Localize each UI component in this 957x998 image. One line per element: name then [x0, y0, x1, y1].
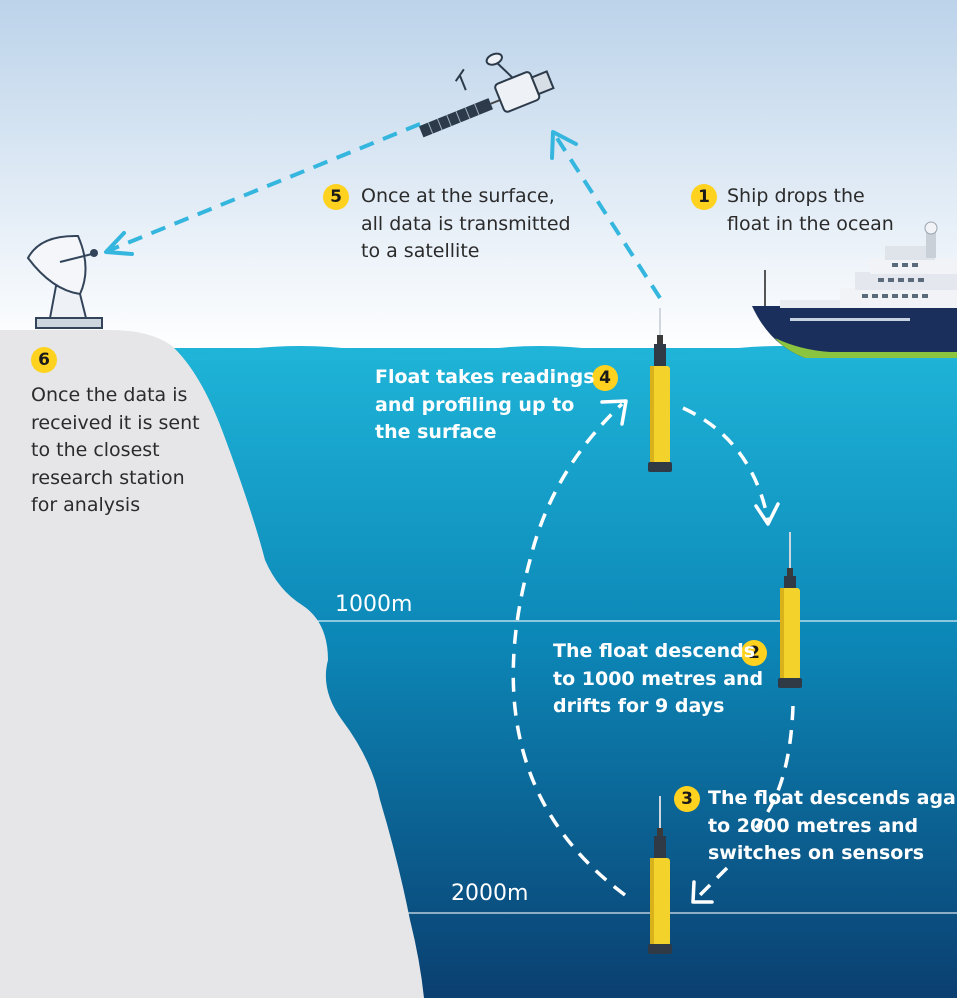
arrowhead-descent-2: [693, 866, 729, 902]
step-4-label: Float takes readings and profiling up to…: [375, 366, 595, 443]
transmit-to-satellite-arrow: [553, 133, 662, 300]
arrowhead-descent-1: [754, 502, 780, 526]
step-5-label: Once at the surface, all data is transmi…: [361, 185, 571, 262]
step-4-badge: 4: [592, 365, 618, 391]
arrowhead-ascent: [600, 399, 628, 426]
arrowhead-descent-2-tip: [691, 880, 714, 904]
step-2-badge: 2: [741, 640, 767, 666]
step-3-badge: 3: [674, 786, 700, 812]
arrowhead-satellite: [550, 130, 578, 160]
research-ship-icon: [752, 221, 957, 358]
sky: [0, 0, 957, 352]
argo-float-icon: [778, 532, 802, 688]
depth-label-1000m: 1000m: [335, 592, 413, 617]
step-5-badge: 5: [323, 184, 349, 210]
step-6-badge: 6: [31, 347, 57, 373]
step-1-label: Ship drops the float in the ocean: [727, 185, 894, 235]
cliff: [0, 330, 424, 998]
step-6-label: Once the data is received it is sent to …: [31, 384, 200, 516]
depth-label-2000m: 2000m: [451, 881, 529, 906]
step-3-label: The float descends again to 2000 metres …: [708, 787, 957, 864]
satellite-dish-icon: [26, 234, 103, 329]
arrowhead-dish: [104, 231, 134, 256]
step-1-badge: 1: [691, 184, 717, 210]
descent-arrow-2: [754, 705, 795, 830]
ocean-surface: [0, 346, 957, 360]
transmit-to-dish-arrow: [109, 122, 421, 252]
step-2-label: The float descends to 1000 metres and dr…: [553, 640, 764, 717]
descent-arrow-1: [682, 406, 770, 521]
satellite-icon: [418, 52, 555, 138]
argo-float-icon: [648, 308, 672, 472]
argo-float-icon: [648, 796, 672, 954]
ascent-arrow: [511, 402, 627, 897]
